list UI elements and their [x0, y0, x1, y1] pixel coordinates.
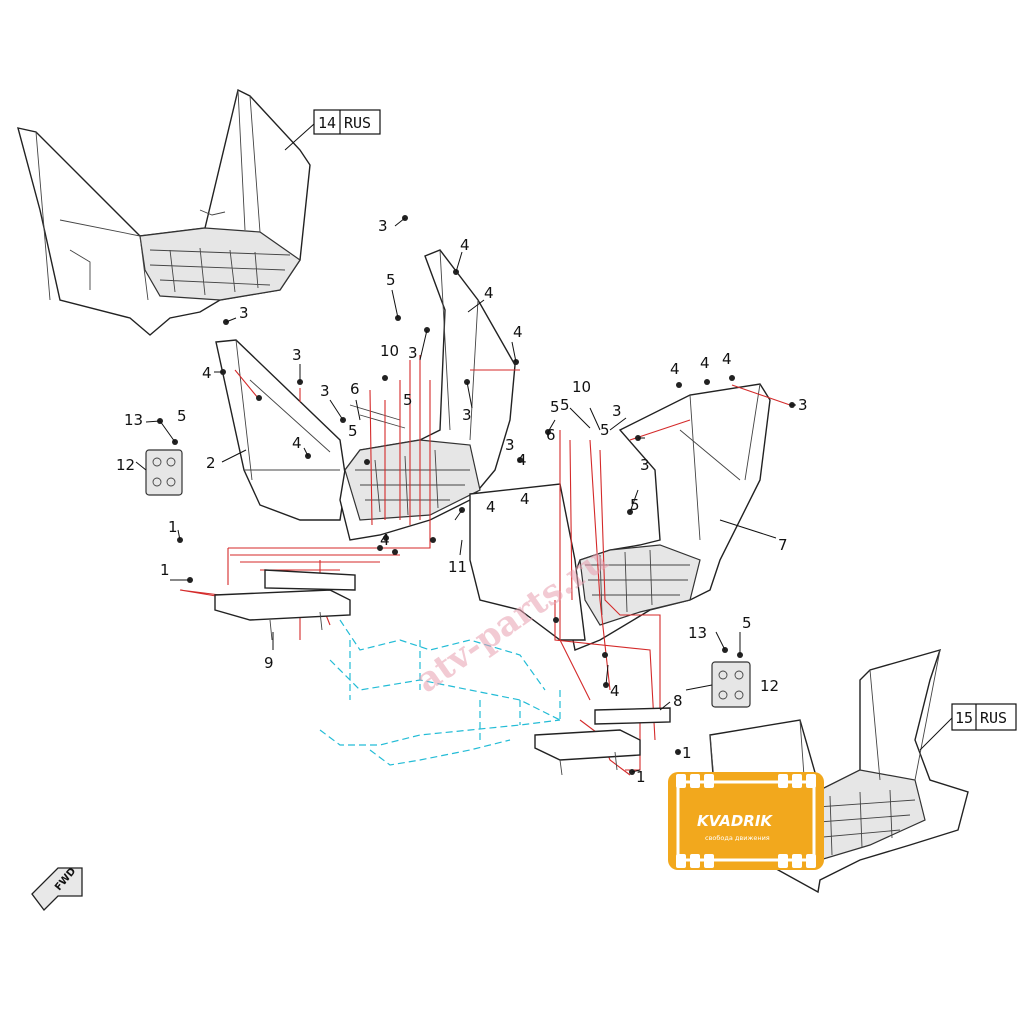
callout-5: 5: [386, 271, 396, 289]
callout-leaders: [135, 217, 796, 773]
callout-3: 3: [505, 436, 515, 454]
callout-5: 5: [348, 422, 358, 440]
forward-arrow-icon: FWD: [31, 866, 83, 911]
callout-12: 12: [760, 677, 779, 695]
callout-8: 8: [673, 692, 683, 710]
callout-4: 4: [380, 531, 390, 549]
logo-tagline: свобода движения: [705, 834, 770, 842]
callout-11: 11: [448, 558, 467, 576]
logo-name: KVADRIK: [697, 812, 773, 830]
callout-12: 12: [116, 456, 135, 474]
callout-5: 5: [177, 407, 187, 425]
callout-3: 3: [462, 406, 472, 424]
callout-labels: 3 4 5 4 4 3 4 3 3 6 10 3 5 3 5 4 2 13 5 …: [116, 217, 808, 786]
callout-13: 13: [688, 624, 707, 642]
callout-3: 3: [320, 382, 330, 400]
callout-10: 10: [380, 342, 399, 360]
callout-9: 9: [264, 654, 274, 672]
left-footwell-assembly: [339, 249, 516, 541]
callout-7: 7: [778, 536, 788, 554]
bracket-9: [214, 569, 356, 641]
callout-5: 5: [403, 391, 413, 409]
callout-3: 3: [408, 344, 418, 362]
reference-14-number: 14: [318, 114, 336, 132]
callout-1: 1: [682, 744, 692, 762]
mount-plate-12-right: [711, 661, 751, 708]
callout-4: 4: [202, 364, 212, 382]
reference-box-14: 14 RUS: [284, 109, 381, 151]
reference-14-label: RUS: [344, 114, 371, 132]
callout-4: 4: [486, 498, 496, 516]
callout-4: 4: [700, 354, 710, 372]
reference-15-label: RUS: [980, 709, 1007, 727]
reference-box-15: 15 RUS: [919, 703, 1017, 751]
callout-4: 4: [292, 434, 302, 452]
callout-5: 5: [550, 398, 560, 416]
frame-phantom-outline: [319, 619, 561, 766]
callout-4: 4: [520, 490, 530, 508]
callout-4: 4: [517, 451, 527, 469]
callout-4: 4: [722, 350, 732, 368]
callout-6: 6: [350, 380, 360, 398]
callout-4: 4: [610, 682, 620, 700]
callout-2: 2: [206, 454, 216, 472]
callout-3: 3: [292, 346, 302, 364]
callout-3: 3: [378, 217, 388, 235]
callout-3: 3: [239, 304, 249, 322]
callout-4: 4: [484, 284, 494, 302]
right-footwell-assembly-7: [469, 383, 771, 651]
callout-10: 10: [572, 378, 591, 396]
callout-3: 3: [640, 456, 650, 474]
callout-5: 5: [560, 396, 570, 414]
callout-5: 5: [630, 496, 640, 514]
callout-1: 1: [168, 518, 178, 536]
callout-3: 3: [612, 402, 622, 420]
floorboard-panel-14: [17, 88, 311, 336]
callout-13: 13: [124, 411, 143, 429]
callout-6: 6: [546, 426, 556, 444]
callout-3: 3: [798, 396, 808, 414]
left-footrest-panel-2: [215, 339, 347, 521]
mount-plate-12-left: [145, 449, 183, 496]
kvadrik-logo: KVADRIK свобода движения: [668, 772, 824, 870]
callout-4: 4: [513, 323, 523, 341]
callout-1: 1: [160, 561, 170, 579]
callout-4: 4: [670, 360, 680, 378]
reference-15-number: 15: [955, 709, 973, 727]
callout-1: 1: [636, 768, 646, 786]
callout-5: 5: [742, 614, 752, 632]
callout-4: 4: [460, 236, 470, 254]
bracket-8: [534, 707, 671, 776]
callout-5: 5: [600, 421, 610, 439]
